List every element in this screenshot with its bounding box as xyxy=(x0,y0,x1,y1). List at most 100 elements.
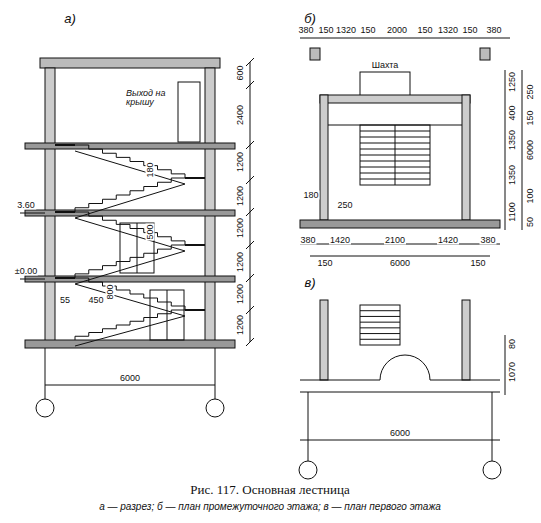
dimension: 6000 xyxy=(389,429,411,438)
step-line xyxy=(360,310,400,311)
dimension: 1320 xyxy=(335,26,357,35)
dimension: 1100 xyxy=(508,201,517,222)
stair-flight xyxy=(75,178,185,212)
wall xyxy=(320,300,328,380)
dim-tick xyxy=(246,208,254,216)
stair-flight xyxy=(75,145,185,178)
stair-flight xyxy=(75,310,185,340)
dimension: 250 xyxy=(336,201,353,210)
step-line xyxy=(360,137,430,138)
parapet xyxy=(40,58,220,68)
step-line xyxy=(360,155,430,156)
dimension: 150 xyxy=(526,109,535,126)
floor-slab xyxy=(25,276,235,282)
dimension: 1200 xyxy=(236,314,245,336)
dim-tick xyxy=(246,338,254,346)
note-text: Выход на крышу xyxy=(125,89,175,107)
left-wall xyxy=(45,68,55,345)
step-line xyxy=(360,327,400,328)
dimension: 800 xyxy=(106,283,115,300)
stair-flight xyxy=(75,212,185,245)
wall xyxy=(320,95,328,220)
dimension: 1200 xyxy=(236,185,245,207)
axis-circle xyxy=(299,461,317,479)
axis-line xyxy=(215,348,216,399)
landing xyxy=(185,177,205,179)
dimension: 1350 xyxy=(508,129,517,151)
dim-tick xyxy=(246,81,254,89)
figure-caption: Рис. 117. Основная лестница xyxy=(190,482,349,498)
dimension: 150 xyxy=(316,259,333,268)
axis-circle xyxy=(36,399,54,417)
dim-ticks xyxy=(246,58,254,346)
axis-circle xyxy=(206,399,224,417)
wall xyxy=(462,95,470,220)
dimension: 6000 xyxy=(389,259,411,268)
wall xyxy=(462,300,470,380)
dimension: 50 xyxy=(526,216,535,228)
dim-tick xyxy=(246,241,254,249)
roof-slab xyxy=(25,143,235,149)
dimension: 180 xyxy=(302,191,319,200)
dim-line xyxy=(250,62,251,342)
panel-letter: б) xyxy=(303,12,317,25)
step-line xyxy=(360,339,400,340)
shaft xyxy=(360,72,410,97)
caption-legend: а — разрез; б — план промежуточного этаж… xyxy=(98,502,442,512)
stair-stringer xyxy=(75,184,185,218)
dim-line xyxy=(45,385,215,386)
stair-flight xyxy=(75,278,185,310)
dim-tick xyxy=(246,274,254,282)
dimension: 1350 xyxy=(508,164,517,186)
step-line xyxy=(360,161,430,162)
dim-tick xyxy=(246,306,254,314)
dimension: 2100 xyxy=(384,236,406,245)
flight xyxy=(360,305,400,345)
dimension: 1200 xyxy=(236,151,245,173)
stair-stringer xyxy=(75,151,185,184)
stair-stringer xyxy=(75,316,185,346)
right-wall xyxy=(205,68,215,345)
dim-line xyxy=(300,38,510,39)
landing xyxy=(55,144,75,146)
wall xyxy=(320,95,470,103)
step-line xyxy=(360,167,430,168)
dimension: 1250 xyxy=(508,71,517,93)
outer-wall xyxy=(300,220,500,228)
dim-line xyxy=(310,256,490,257)
axis-circle xyxy=(483,461,501,479)
stair-stringer xyxy=(75,218,185,251)
landing xyxy=(55,211,75,213)
level-mark xyxy=(20,213,45,214)
dimension: 150 xyxy=(359,26,376,35)
dim-line xyxy=(300,440,500,441)
dimension: 1420 xyxy=(437,236,459,245)
dimension: 1200 xyxy=(236,251,245,273)
flight xyxy=(360,125,430,185)
dimension: 100 xyxy=(526,187,535,204)
outer-wall xyxy=(300,380,500,392)
column xyxy=(480,48,490,60)
step-line xyxy=(360,173,430,174)
dim-line xyxy=(522,70,523,230)
dimension: 180 xyxy=(146,161,155,178)
dimension: 250 xyxy=(526,83,535,100)
step-line xyxy=(360,143,430,144)
dim-tick xyxy=(246,176,254,184)
dimension: 55 xyxy=(59,296,71,305)
stair-stringer xyxy=(75,284,185,316)
dimension: ±0.00 xyxy=(14,267,38,276)
step-line xyxy=(360,333,400,334)
dimension: 1070 xyxy=(508,361,517,383)
dimension: 150 xyxy=(416,26,433,35)
dimension: 2400 xyxy=(236,104,245,126)
dimension: 1200 xyxy=(236,283,245,305)
dimension: 380 xyxy=(485,26,502,35)
panel-letter: а) xyxy=(63,12,77,25)
landing xyxy=(185,309,205,311)
dimension: 450 xyxy=(87,296,104,305)
axis-line xyxy=(45,348,46,399)
door-swing xyxy=(380,355,430,380)
step-line xyxy=(360,322,400,323)
